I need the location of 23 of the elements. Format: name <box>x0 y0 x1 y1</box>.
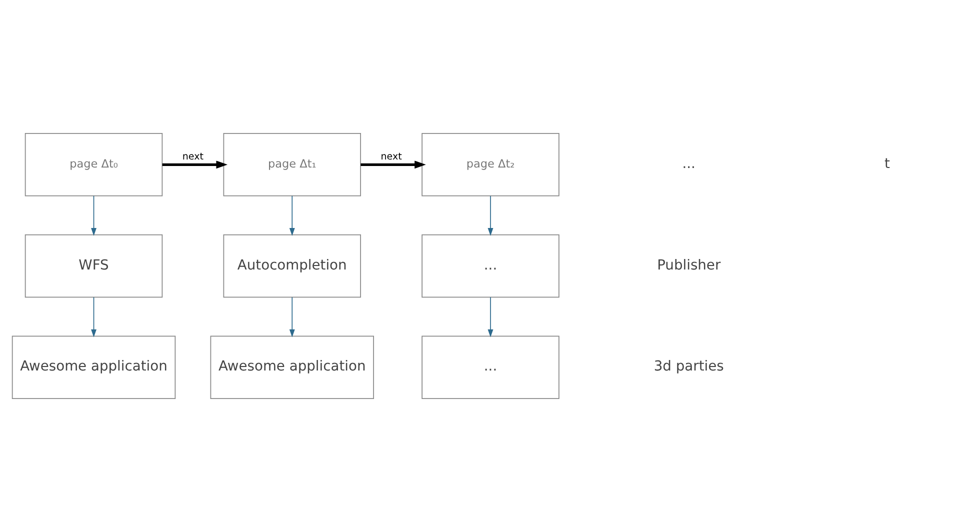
node-box: ... <box>422 234 560 298</box>
edge-label: next <box>380 151 402 162</box>
arrow <box>91 296 96 338</box>
arrow <box>162 160 228 169</box>
label: t <box>884 156 890 172</box>
node-box: WFS <box>24 234 163 298</box>
edge-label: next <box>182 151 204 162</box>
node-box: Awesome application <box>210 336 374 399</box>
node-box: page Δt₂ <box>422 133 560 196</box>
arrow <box>289 296 295 338</box>
arrow <box>360 160 426 169</box>
label: Publisher <box>657 257 721 274</box>
arrow <box>91 196 96 236</box>
arrow <box>488 296 494 338</box>
node-box: Autocompletion <box>223 234 361 298</box>
node-box: page Δt₁ <box>223 133 361 196</box>
node-box: Awesome application <box>12 336 176 399</box>
arrow <box>488 196 494 236</box>
label: 3d parties <box>654 358 724 375</box>
node-box: page Δt₀ <box>24 133 163 196</box>
label: ... <box>682 156 696 172</box>
node-box: ... <box>422 336 560 399</box>
arrow <box>289 196 295 236</box>
